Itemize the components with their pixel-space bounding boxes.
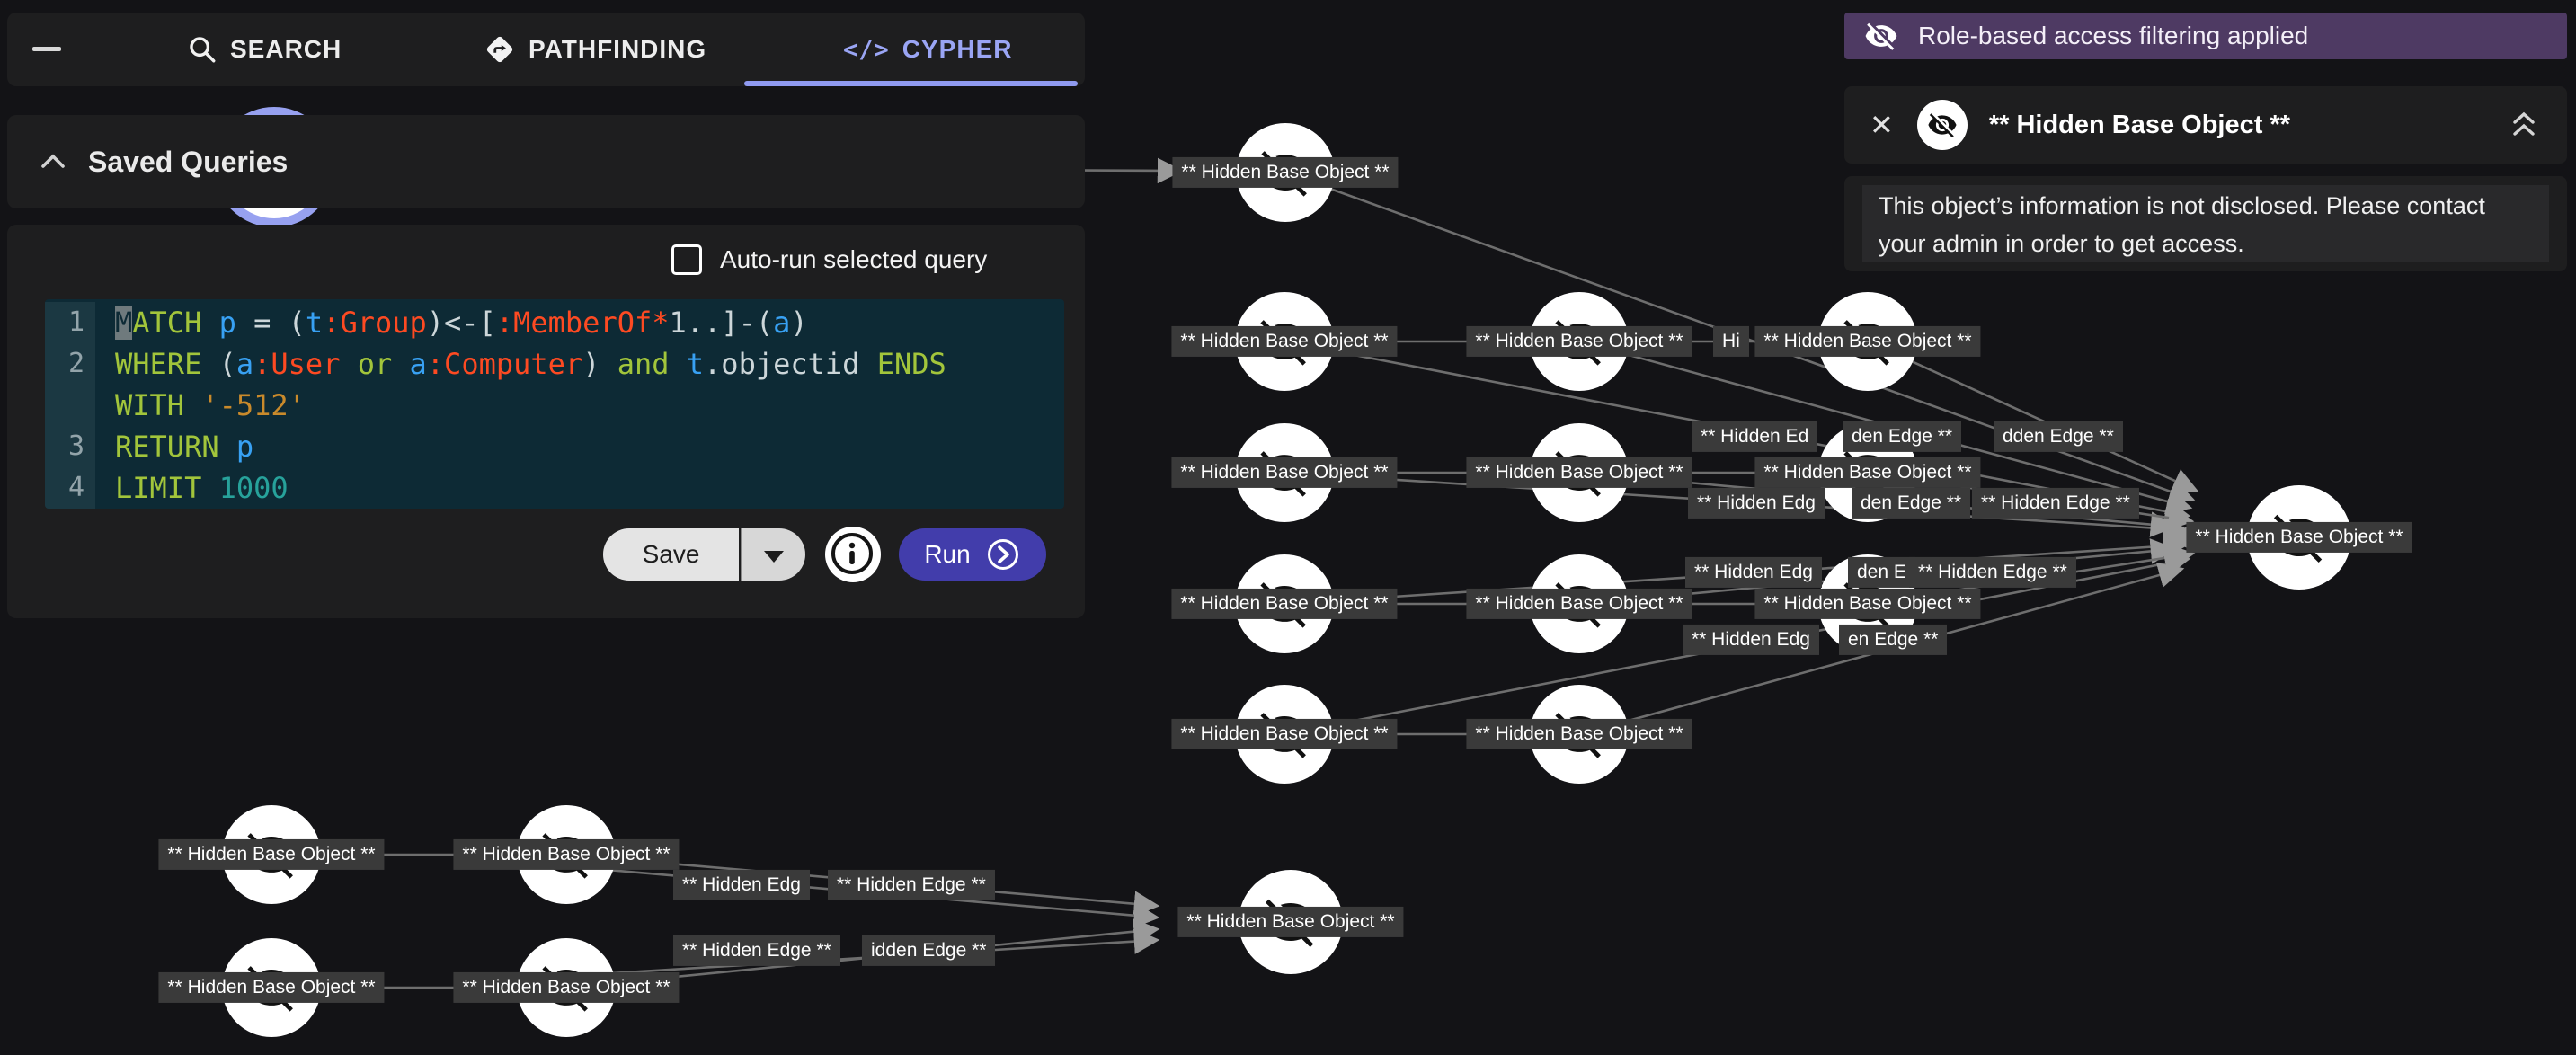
info-button[interactable] xyxy=(825,527,881,582)
autorun-label: Auto-run selected query xyxy=(720,245,988,273)
collapse-chevrons-icon[interactable] xyxy=(2508,110,2540,140)
editor-line: 3 RETURN p xyxy=(45,426,1064,467)
cypher-query-panel: Auto-run selected query 1 MATCH p = (t:Gr… xyxy=(7,225,1085,618)
banner-text: Role-based access filtering applied xyxy=(1918,22,2309,49)
line-number: 1 xyxy=(45,302,95,343)
object-panel-header: ✕ ** Hidden Base Object ** xyxy=(1844,86,2567,164)
tab-bar: SEARCH PATHFINDING </> CYPHER xyxy=(7,13,1085,86)
tab-search[interactable]: SEARCH xyxy=(187,13,342,86)
run-label: Run xyxy=(924,540,971,568)
code-text[interactable]: MATCH p = (t:Group)<-[:MemberOf*1..]-(a) xyxy=(115,306,808,340)
access-filter-banner: Role-based access filtering applied xyxy=(1844,13,2567,59)
node-label[interactable]: ** Hidden Base Object ** xyxy=(158,838,385,871)
graph-edge[interactable] xyxy=(1867,340,2199,493)
node-label[interactable]: ** Hidden Base Object ** xyxy=(1754,325,1981,358)
edge-label[interactable]: ** Hidden Ed xyxy=(1692,421,1818,453)
tab-pathfinding[interactable]: PATHFINDING xyxy=(484,13,706,86)
edge-label[interactable]: idden Edge ** xyxy=(862,935,996,967)
tab-pathfinding-label: PATHFINDING xyxy=(529,35,707,63)
node-label[interactable]: ** Hidden Base Object ** xyxy=(1171,457,1398,489)
edge-label[interactable]: dden Edge ** xyxy=(1994,421,2123,453)
run-button[interactable]: Run xyxy=(899,528,1046,581)
editor-line: 1 MATCH p = (t:Group)<-[:MemberOf*1..]-(a… xyxy=(45,302,1064,343)
editor-line: 4 LIMIT 1000 xyxy=(45,467,1064,509)
info-icon xyxy=(831,533,873,574)
editor-line: 2 WHERE (a:User or a:Computer) and t.obje… xyxy=(45,343,1064,385)
node-label[interactable]: ** Hidden Base Object ** xyxy=(1171,718,1398,750)
edge-label[interactable]: den Edge ** xyxy=(1843,421,1962,453)
line-number xyxy=(45,385,95,426)
node-label[interactable]: ** Hidden Base Object ** xyxy=(1172,156,1399,189)
object-panel-body: This object’s information is not disclos… xyxy=(1844,176,2567,271)
code-text[interactable]: WITH '-512' xyxy=(115,388,306,422)
node-label[interactable]: ** Hidden Base Object ** xyxy=(1754,588,1981,620)
active-tab-indicator xyxy=(744,81,1078,86)
eye-off-icon xyxy=(1865,22,1897,50)
saved-queries-header[interactable]: Saved Queries xyxy=(7,115,1085,208)
line-number: 2 xyxy=(45,343,95,385)
code-text[interactable]: RETURN p xyxy=(115,430,254,464)
edge-label[interactable]: ** Hidden Edge ** xyxy=(673,935,840,967)
autorun-row: Auto-run selected query xyxy=(671,244,987,275)
save-button[interactable]: Save xyxy=(603,528,739,581)
chevron-up-icon xyxy=(41,154,65,168)
cypher-editor[interactable]: 1 MATCH p = (t:Group)<-[:MemberOf*1..]-(a… xyxy=(45,299,1064,509)
node-label[interactable]: ** Hidden Base Object ** xyxy=(453,971,680,1004)
tab-search-label: SEARCH xyxy=(230,35,342,63)
edge-label[interactable]: Hi xyxy=(1713,325,1749,358)
tab-cypher[interactable]: </> CYPHER xyxy=(843,13,1012,86)
minimize-icon[interactable] xyxy=(32,47,61,51)
edge-label[interactable]: ** Hidden Edge ** xyxy=(1972,487,2139,519)
node-label[interactable]: ** Hidden Base Object ** xyxy=(1466,718,1692,750)
node-label[interactable]: ** Hidden Base Object ** xyxy=(158,971,385,1004)
node-label[interactable]: ** Hidden Base Object ** xyxy=(1466,588,1692,620)
line-number: 3 xyxy=(45,426,95,467)
edge-label[interactable]: en Edge ** xyxy=(1839,624,1948,656)
edge-label[interactable]: den Edge ** xyxy=(1852,487,1971,519)
edge-label[interactable]: ** Hidden Edg xyxy=(1685,556,1822,589)
line-number: 4 xyxy=(45,467,95,509)
node-label[interactable]: ** Hidden Base Object ** xyxy=(1466,457,1692,489)
tab-cypher-label: CYPHER xyxy=(902,35,1013,63)
run-arrow-icon xyxy=(987,539,1018,570)
node-label[interactable]: ** Hidden Base Object ** xyxy=(1466,325,1692,358)
node-label[interactable]: ** Hidden Base Object ** xyxy=(2186,521,2412,554)
editor-buttons-row: Save Run xyxy=(7,527,1085,582)
edge-label[interactable]: ** Hidden Edg xyxy=(1688,487,1825,519)
hidden-object-icon xyxy=(1916,100,1968,150)
code-text[interactable]: LIMIT 1000 xyxy=(115,471,289,505)
node-label[interactable]: ** Hidden Base Object ** xyxy=(1754,457,1981,489)
autorun-checkbox[interactable] xyxy=(671,244,702,275)
edge-label[interactable]: ** Hidden Edge ** xyxy=(1909,556,2076,589)
object-panel-title: ** Hidden Base Object ** xyxy=(1988,110,2291,139)
code-text[interactable]: WHERE (a:User or a:Computer) and t.objec… xyxy=(115,347,946,381)
node-label[interactable]: ** Hidden Base Object ** xyxy=(453,838,680,871)
node-label[interactable]: ** Hidden Base Object ** xyxy=(1171,325,1398,358)
search-icon xyxy=(190,37,216,63)
node-label[interactable]: ** Hidden Base Object ** xyxy=(1177,906,1404,938)
edge-label[interactable]: ** Hidden Edge ** xyxy=(828,869,995,901)
save-dropdown-button[interactable] xyxy=(741,528,805,581)
node-label[interactable]: ** Hidden Base Object ** xyxy=(1171,588,1398,620)
editor-line: WITH '-512' xyxy=(45,385,1064,426)
code-icon: </> xyxy=(843,35,890,64)
edge-label[interactable]: den E xyxy=(1848,556,1915,589)
object-panel-message: This object’s information is not disclos… xyxy=(1862,185,2549,262)
saved-queries-title: Saved Queries xyxy=(88,145,289,178)
close-icon[interactable]: ✕ xyxy=(1870,109,1894,141)
edge-label[interactable]: ** Hidden Edg xyxy=(673,869,810,901)
caret-down-icon xyxy=(764,551,784,563)
edge-label[interactable]: ** Hidden Edg xyxy=(1683,624,1819,656)
directions-icon xyxy=(486,36,513,63)
